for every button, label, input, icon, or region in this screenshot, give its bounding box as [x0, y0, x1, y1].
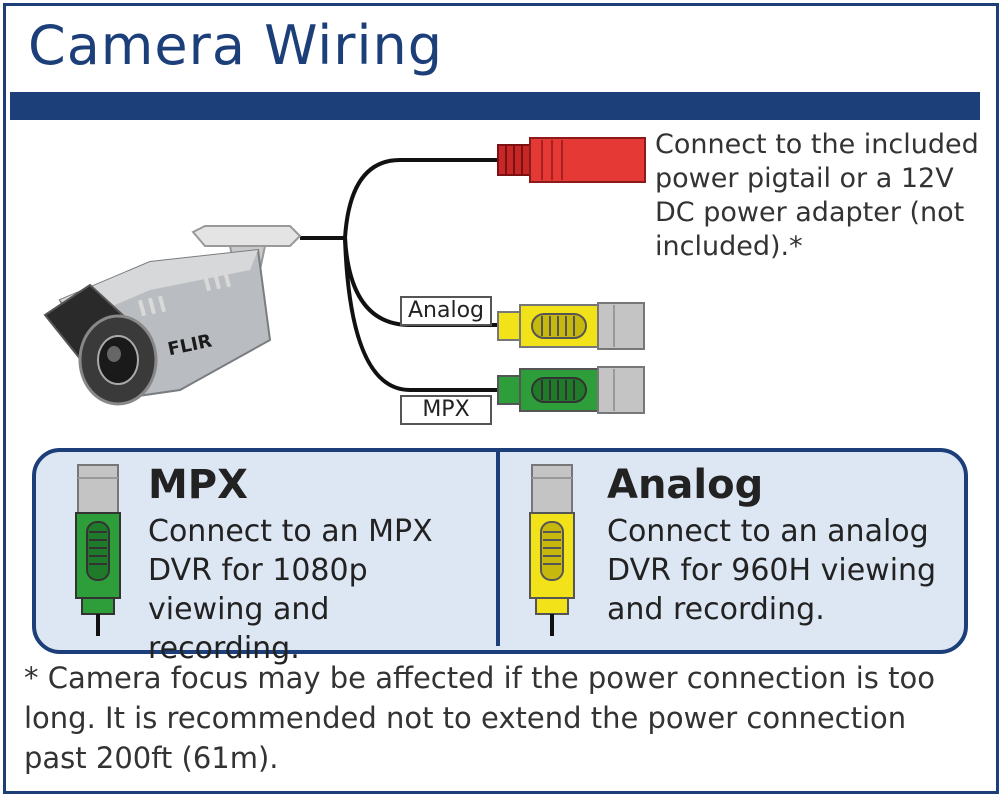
- analog-heading: Analog: [607, 462, 764, 508]
- title-bar: [10, 92, 980, 120]
- mpx-cable-tag: MPX: [400, 395, 492, 425]
- analog-cable-tag: Analog: [400, 296, 493, 326]
- camera-illustration: [43, 225, 302, 406]
- power-cable: [343, 158, 500, 239]
- camera-vents: [137, 270, 232, 317]
- mpx-connector-icon: [75, 464, 121, 636]
- mpx-connector: [497, 366, 645, 414]
- mpx-cable: [343, 237, 500, 392]
- mpx-heading: MPX: [148, 462, 248, 508]
- mpx-description: Connect to an MPX DVR for 1080p viewing …: [148, 514, 433, 666]
- page-title: Camera Wiring: [28, 14, 443, 77]
- analog-connector-icon: [529, 464, 575, 636]
- panel-divider: [496, 450, 500, 646]
- footnote: * Camera focus may be affected if the po…: [24, 661, 935, 775]
- lens-glare: [107, 346, 121, 362]
- power-connector: [497, 137, 646, 183]
- mpx-bnc-head: [597, 366, 645, 414]
- power-connector-body: [529, 137, 646, 183]
- connection-options-panel: [32, 448, 968, 654]
- analog-bnc-head: [597, 302, 645, 350]
- analog-connector: [497, 302, 645, 350]
- power-connection-note: Connect to the included power pigtail or…: [655, 129, 979, 262]
- camera-mount: [191, 225, 302, 247]
- analog-description: Connect to an analog DVR for 960H viewin…: [607, 514, 937, 627]
